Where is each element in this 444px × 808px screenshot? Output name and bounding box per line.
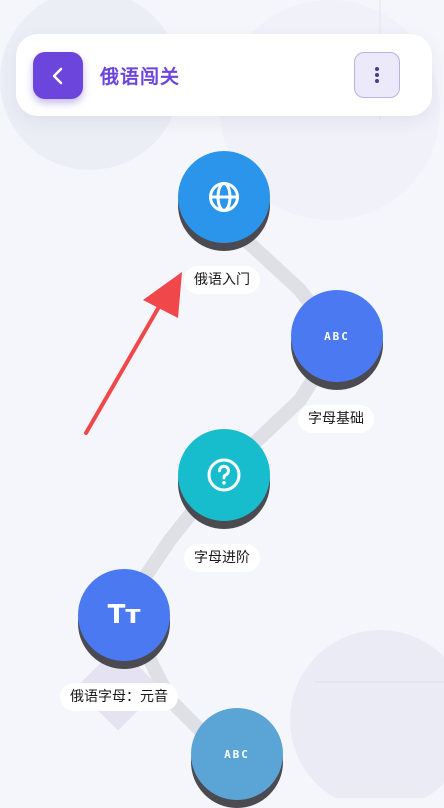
header-card: 俄语闯关 — [16, 34, 432, 116]
text-size-icon: Tт — [107, 600, 141, 630]
question-icon — [207, 458, 241, 492]
level-node-1[interactable] — [178, 151, 270, 251]
level-node-3[interactable] — [178, 429, 270, 529]
abc-icon: ABC — [324, 329, 350, 343]
level-label-2: 字母基础 — [298, 405, 374, 433]
arrow-annotation-head — [143, 272, 182, 318]
globe-icon — [209, 182, 239, 212]
page-title: 俄语闯关 — [100, 66, 181, 88]
level-node-4[interactable]: Tт — [78, 569, 170, 669]
arrow-annotation — [84, 303, 162, 435]
level-label-1: 俄语入门 — [184, 266, 260, 294]
level-label-4: 俄语字母：元音 — [60, 683, 178, 711]
abc-icon: ABC — [224, 747, 250, 761]
level-label-3: 字母进阶 — [184, 544, 260, 572]
more-button[interactable] — [354, 52, 400, 98]
level-node-5[interactable]: ABC — [191, 708, 283, 808]
level-node-2[interactable]: ABC — [291, 290, 383, 390]
more-vertical-icon — [375, 67, 379, 83]
chevron-left-icon — [52, 67, 63, 84]
bg-circle — [290, 630, 444, 798]
back-button[interactable] — [33, 52, 83, 99]
